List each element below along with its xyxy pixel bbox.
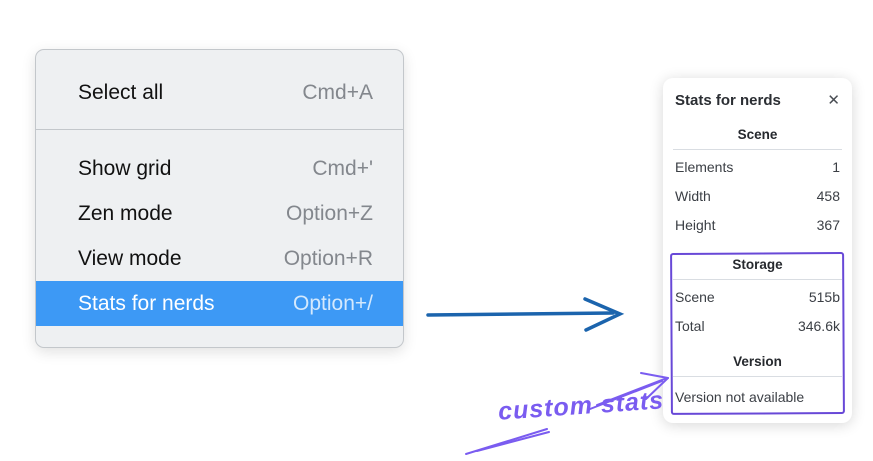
section-divider: [673, 376, 842, 377]
menu-item-shortcut: Cmd+A: [302, 80, 373, 104]
menu-divider: [36, 129, 403, 130]
menu-item-label: Stats for nerds: [78, 291, 215, 315]
stat-value: 1: [832, 159, 840, 175]
stat-label: Scene: [675, 289, 715, 305]
stats-panel: Stats for nerds ✕ Scene Elements 1 Width…: [663, 78, 852, 423]
stat-row-height: Height 367: [663, 211, 852, 240]
context-menu: Select all Cmd+A Show grid Cmd+' Zen mod…: [35, 49, 404, 348]
menu-item-show-grid[interactable]: Show grid Cmd+': [36, 146, 403, 191]
menu-item-select-all[interactable]: Select all Cmd+A: [36, 70, 403, 115]
menu-item-stats-for-nerds[interactable]: Stats for nerds Option+/: [36, 281, 403, 326]
section-version: Version Version not available: [663, 353, 852, 410]
section-scene: Scene Elements 1 Width 458 Height 367: [663, 126, 852, 240]
section-divider: [673, 279, 842, 280]
stat-value: 346.6k: [797, 318, 840, 334]
annotation-underline[interactable]: [465, 428, 550, 455]
menu-group-bottom: Show grid Cmd+' Zen mode Option+Z View m…: [36, 130, 403, 349]
annotation-label[interactable]: custom stats: [497, 386, 665, 426]
menu-item-shortcut: Option+Z: [286, 201, 373, 225]
menu-item-shortcut: Option+R: [283, 246, 373, 270]
stat-value: 367: [816, 217, 840, 233]
menu-item-label: Show grid: [78, 156, 172, 180]
menu-item-label: Zen mode: [78, 201, 173, 225]
stat-label: Total: [675, 318, 705, 334]
stat-row-width: Width 458: [663, 182, 852, 211]
menu-item-shortcut: Option+/: [293, 291, 373, 315]
stat-row-elements: Elements 1: [663, 153, 852, 182]
menu-item-zen-mode[interactable]: Zen mode Option+Z: [36, 191, 403, 236]
stat-label: Width: [675, 188, 711, 204]
section-divider: [673, 149, 842, 150]
section-storage: Storage Scene 515b Total 346.6k: [663, 256, 852, 341]
menu-item-label: View mode: [78, 246, 182, 270]
menu-item-view-mode[interactable]: View mode Option+R: [36, 236, 403, 281]
menu-item-shortcut: Cmd+': [312, 156, 373, 180]
section-header: Storage: [732, 257, 783, 272]
stat-row-scene-storage: Scene 515b: [663, 283, 852, 312]
section-header: Version: [733, 354, 782, 369]
close-icon[interactable]: ✕: [827, 92, 840, 109]
stat-label: Elements: [675, 159, 734, 175]
stat-label: Height: [675, 217, 716, 233]
flow-arrow[interactable]: [426, 297, 625, 332]
stat-value: 458: [816, 188, 840, 204]
stats-panel-header: Stats for nerds ✕: [663, 78, 852, 110]
stat-value: 515b: [808, 289, 840, 305]
menu-group-top: Select all Cmd+A: [36, 50, 403, 129]
stat-row-total-storage: Total 346.6k: [663, 312, 852, 341]
panel-title: Stats for nerds: [675, 92, 781, 109]
menu-item-label: Select all: [78, 80, 164, 104]
section-header: Scene: [737, 127, 778, 142]
version-note: Version not available: [675, 389, 805, 405]
